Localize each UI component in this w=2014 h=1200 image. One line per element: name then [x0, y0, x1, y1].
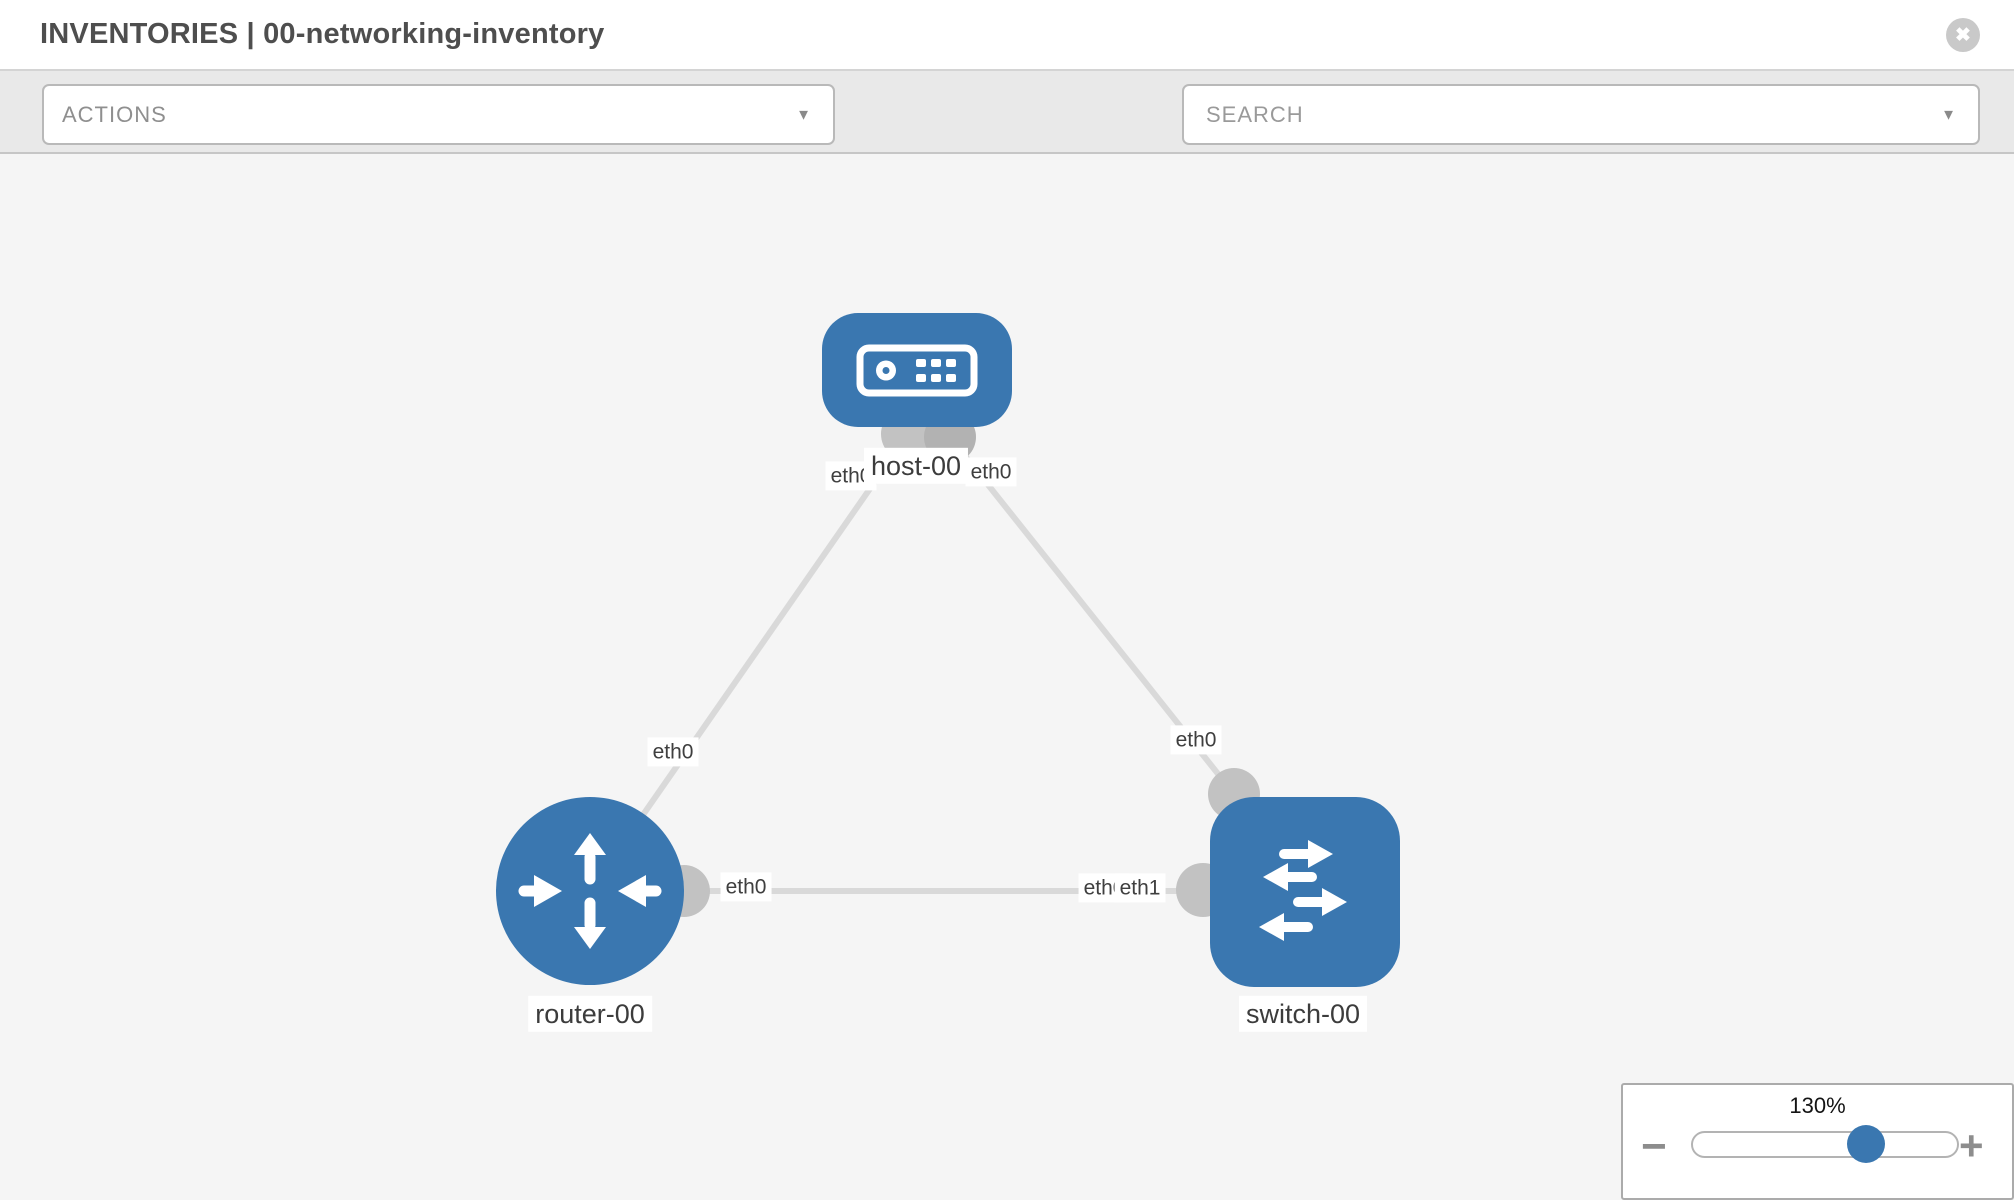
chevron-down-icon: ▼ [796, 106, 811, 123]
minus-icon: − [1641, 1122, 1667, 1171]
actions-dropdown-label: ACTIONS [62, 101, 167, 127]
zoom-slider[interactable] [1691, 1131, 1959, 1158]
switch-icon [1259, 840, 1347, 941]
node-router-00[interactable] [496, 797, 684, 985]
link-interface-label: eth0 [720, 872, 772, 902]
topology-canvas[interactable]: eth0 eth0 eth0 eth0 eth0 eth0 eth1 host-… [0, 154, 2014, 1200]
zoom-out-button[interactable]: − [1641, 1125, 1667, 1169]
close-button[interactable]: ✖ [1946, 18, 1980, 52]
host-icon [856, 344, 978, 397]
node-label-router-00: router-00 [528, 995, 652, 1033]
search-dropdown[interactable]: ▼ [1182, 84, 1980, 145]
node-host-00[interactable] [822, 313, 1012, 427]
topology-graph [496, 313, 1400, 987]
node-switch-00[interactable] [1210, 797, 1400, 987]
actions-dropdown[interactable]: ACTIONS ▼ [42, 84, 835, 145]
node-label-host-00: host-00 [863, 447, 969, 485]
plus-icon: + [1959, 1122, 1984, 1169]
chevron-down-icon: ▼ [1941, 106, 1956, 123]
page-header: INVENTORIES | 00-networking-inventory ✖ [0, 0, 2014, 71]
links-layer [587, 432, 1305, 894]
toolbar: ACTIONS ▼ ▼ [0, 71, 2014, 207]
zoom-slider-thumb[interactable] [1847, 1125, 1885, 1163]
link-interface-label: eth1 [1114, 873, 1166, 903]
router-icon [518, 833, 662, 949]
zoom-control-panel: 130% − + [1621, 1083, 2014, 1200]
link-interface-label: eth0 [1170, 725, 1222, 755]
node-label-switch-00: switch-00 [1238, 995, 1368, 1033]
page-title: INVENTORIES | 00-networking-inventory [40, 18, 605, 50]
link-interface-label: eth0 [965, 457, 1017, 487]
zoom-level: 130% [1789, 1093, 1846, 1118]
close-icon: ✖ [1955, 24, 1971, 46]
link-interface-label: eth0 [647, 737, 699, 767]
zoom-in-button[interactable]: + [1959, 1125, 1984, 1167]
search-input[interactable] [1204, 100, 1908, 129]
